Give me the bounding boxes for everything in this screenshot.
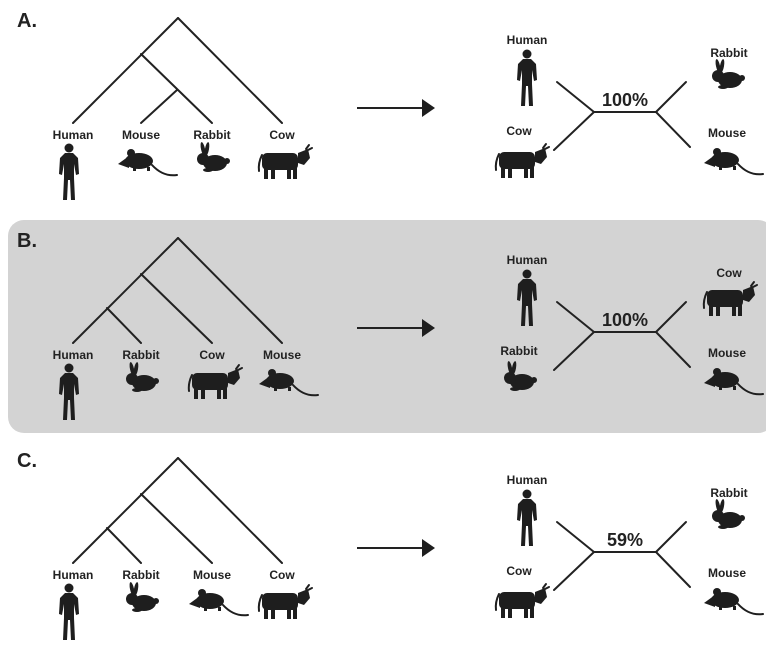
unrooted-branch [655, 111, 691, 148]
rooted-leaf-label: Cow [269, 568, 295, 582]
tree-branch [140, 493, 213, 564]
unrooted-branch [655, 331, 691, 368]
panel-label: C. [17, 450, 37, 472]
unrooted-label-left-bottom: Cow [506, 124, 532, 138]
unrooted-branch [556, 301, 595, 333]
panel-label: B. [17, 230, 37, 252]
tree-branch [177, 17, 283, 124]
cow-icon [494, 583, 550, 619]
unrooted-label-right-top: Rabbit [710, 46, 747, 60]
arrow-head [422, 99, 435, 117]
tree-branch [140, 273, 213, 344]
tree-branch [106, 527, 142, 564]
unrooted-label-right-bottom: Mouse [708, 566, 746, 580]
rooted-leaf-label: Mouse [193, 568, 231, 582]
arrow-head [422, 539, 435, 557]
tree-branch [106, 307, 142, 344]
tree-branch [177, 457, 283, 564]
tree-branch [72, 17, 179, 124]
bootstrap-support: 100% [602, 90, 648, 110]
unrooted-label-left-top: Human [507, 33, 548, 47]
tree-branch [140, 89, 178, 124]
rabbit-icon [197, 141, 230, 172]
unrooted-label-right-bottom: Mouse [708, 346, 746, 360]
rabbit-icon [712, 498, 745, 529]
cow-icon [494, 143, 550, 179]
rooted-leaf-label: Cow [269, 128, 295, 142]
unrooted-label-left-top: Human [507, 473, 548, 487]
unrooted-branch [655, 81, 687, 113]
bootstrap-support: 59% [607, 530, 643, 550]
rabbit-icon [126, 581, 159, 612]
unrooted-label-left-bottom: Cow [506, 564, 532, 578]
human-icon [517, 49, 537, 106]
bootstrap-support: 100% [602, 310, 648, 330]
mouse-icon [703, 587, 764, 616]
unrooted-branch [553, 331, 595, 371]
mouse-icon [703, 147, 764, 176]
human-icon [59, 143, 79, 200]
tree-branch [140, 53, 213, 124]
rooted-leaf-label: Mouse [122, 128, 160, 142]
unrooted-branch [655, 521, 687, 553]
unrooted-branch [553, 551, 595, 591]
unrooted-label-left-bottom: Rabbit [500, 344, 537, 358]
rooted-leaf-label: Cow [199, 348, 225, 362]
cow-icon [257, 144, 313, 180]
rooted-leaf-label: Rabbit [122, 348, 159, 362]
mouse-icon [188, 588, 249, 617]
arrow-head [422, 319, 435, 337]
unrooted-label-right-bottom: Mouse [708, 126, 746, 140]
rooted-leaf-label: Human [53, 568, 94, 582]
unrooted-branch [655, 551, 691, 588]
tree-branch [72, 237, 179, 344]
unrooted-label-right-top: Rabbit [710, 486, 747, 500]
rooted-leaf-label: Rabbit [193, 128, 230, 142]
human-icon [517, 489, 537, 546]
human-icon [59, 583, 79, 640]
unrooted-branch [556, 521, 595, 553]
rabbit-icon [712, 58, 745, 89]
mouse-icon [117, 148, 178, 177]
unrooted-label-right-top: Cow [716, 266, 742, 280]
cow-icon [257, 584, 313, 620]
unrooted-label-left-top: Human [507, 253, 548, 267]
rooted-leaf-label: Rabbit [122, 568, 159, 582]
unrooted-branch [556, 81, 595, 113]
panel-label: A. [17, 10, 37, 32]
unrooted-branch [655, 301, 687, 333]
rooted-leaf-label: Human [53, 348, 94, 362]
unrooted-branch [553, 111, 595, 151]
panel-b-highlight [8, 220, 766, 433]
tree-branch [72, 457, 179, 564]
tree-branch [177, 237, 283, 344]
rooted-leaf-label: Human [53, 128, 94, 142]
rooted-leaf-label: Mouse [263, 348, 301, 362]
